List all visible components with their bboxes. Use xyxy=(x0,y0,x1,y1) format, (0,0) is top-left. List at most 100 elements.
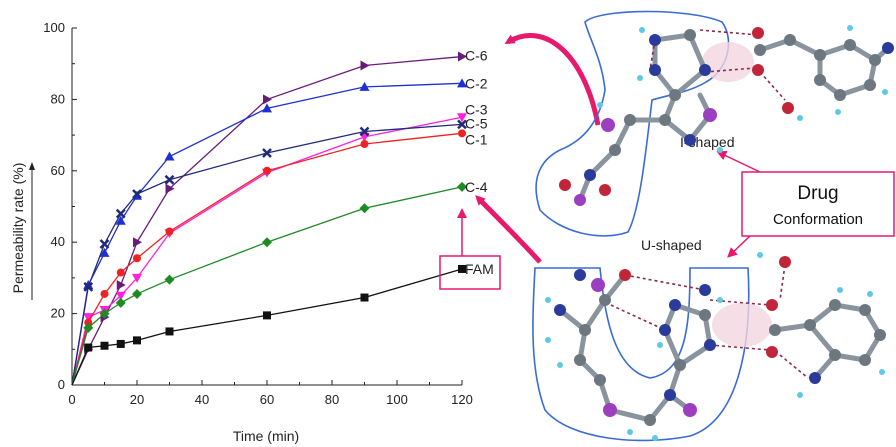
series-label-c-5: C-5 xyxy=(465,115,488,131)
data-point xyxy=(132,288,142,299)
i-shaped-pi-region xyxy=(702,42,754,82)
series-line xyxy=(71,268,463,386)
u-shaped-label: U-shaped xyxy=(641,237,702,253)
chart-series-layer xyxy=(71,51,467,386)
molecule-u-shaped xyxy=(532,252,886,442)
data-point xyxy=(83,281,94,292)
data-point xyxy=(360,60,370,71)
data-point xyxy=(164,174,175,185)
y-axis-title: Permeability rate (%) xyxy=(10,163,26,294)
data-point xyxy=(133,237,142,248)
i-shaped-atoms xyxy=(559,25,894,206)
data-point xyxy=(263,311,271,320)
data-point xyxy=(83,280,94,290)
series-label-fam: FAM xyxy=(465,261,494,277)
data-point xyxy=(164,151,175,161)
drug-conformation-frame xyxy=(741,171,895,237)
data-point xyxy=(164,274,175,285)
series-c-1 xyxy=(71,129,466,386)
series-label-c-3: C-3 xyxy=(465,101,488,117)
series-label-c-2: C-2 xyxy=(465,75,488,91)
data-point xyxy=(359,81,370,91)
x-tick-label: 100 xyxy=(386,392,408,407)
y-axis-title-arrowhead xyxy=(29,162,35,170)
data-point xyxy=(262,103,272,113)
data-point xyxy=(458,51,467,62)
series-c-6 xyxy=(71,51,467,386)
data-point xyxy=(263,166,271,175)
data-point xyxy=(132,189,142,199)
y-tick-label: 0 xyxy=(58,377,65,392)
i-shaped-highlight-outline xyxy=(535,10,730,237)
data-point xyxy=(457,113,467,123)
data-point xyxy=(457,119,467,130)
data-point xyxy=(457,78,467,88)
arrow-to-u-shaped xyxy=(475,195,542,264)
data-point xyxy=(116,280,126,291)
fam-callout-box xyxy=(439,255,501,290)
data-point xyxy=(458,264,466,273)
x-tick-label: 80 xyxy=(325,392,339,407)
x-tick-label: 120 xyxy=(451,392,473,407)
series-label-c-6: C-6 xyxy=(465,48,488,64)
data-point xyxy=(262,237,272,248)
data-point xyxy=(99,239,110,249)
drug-conformation-subtitle: Conformation xyxy=(773,211,863,228)
data-point xyxy=(133,254,141,263)
data-point xyxy=(360,293,369,302)
x-tick-label: 60 xyxy=(260,392,274,407)
data-point xyxy=(99,308,110,319)
data-point xyxy=(84,318,93,327)
series-c-5 xyxy=(71,119,467,386)
y-tick-label: 40 xyxy=(51,234,65,249)
u-shaped-hbonds xyxy=(599,264,809,379)
data-point xyxy=(115,291,126,301)
drug-arrow-to-u-shaped xyxy=(727,235,751,258)
data-point xyxy=(458,129,466,138)
x-tick-label: 40 xyxy=(195,392,209,407)
data-point xyxy=(165,327,174,336)
data-point xyxy=(116,339,125,348)
series-c-4 xyxy=(71,181,467,386)
data-point xyxy=(132,273,142,283)
data-point xyxy=(83,313,94,323)
series-line xyxy=(71,116,463,386)
y-tick-label: 20 xyxy=(51,306,65,321)
u-shaped-pi-region xyxy=(712,303,772,347)
u-shaped-atoms xyxy=(545,252,886,441)
data-point xyxy=(359,203,370,214)
data-point xyxy=(133,336,141,345)
y-tick-label: 80 xyxy=(51,91,65,106)
y-tick-label: 100 xyxy=(43,20,65,35)
drug-conformation-box: Drug Conformation xyxy=(716,151,895,258)
series-label-c-1: C-1 xyxy=(465,131,488,147)
molecule-i-shaped xyxy=(535,10,894,237)
y-tick-label: 60 xyxy=(51,163,65,178)
data-point xyxy=(115,215,126,225)
series-fam xyxy=(71,264,466,386)
arrow-to-i-shaped xyxy=(504,33,601,126)
series-c-2 xyxy=(71,78,467,386)
data-point xyxy=(100,289,109,298)
series-line xyxy=(71,123,463,386)
data-point xyxy=(115,297,126,308)
data-point xyxy=(165,183,175,194)
data-point xyxy=(100,341,109,350)
drug-conformation-title: Drug xyxy=(797,183,838,204)
i-shaped-hbonds xyxy=(649,29,786,101)
data-point xyxy=(360,140,369,149)
x-axis-title: Time (min) xyxy=(233,428,299,444)
data-point xyxy=(83,322,94,333)
drug-arrow-to-i-shaped xyxy=(716,151,761,173)
data-point xyxy=(84,343,93,352)
data-point xyxy=(115,208,126,219)
data-point xyxy=(116,268,125,277)
data-point xyxy=(263,94,272,105)
data-point xyxy=(457,181,467,192)
data-point xyxy=(165,227,174,236)
x-tick-label: 0 xyxy=(68,392,75,407)
